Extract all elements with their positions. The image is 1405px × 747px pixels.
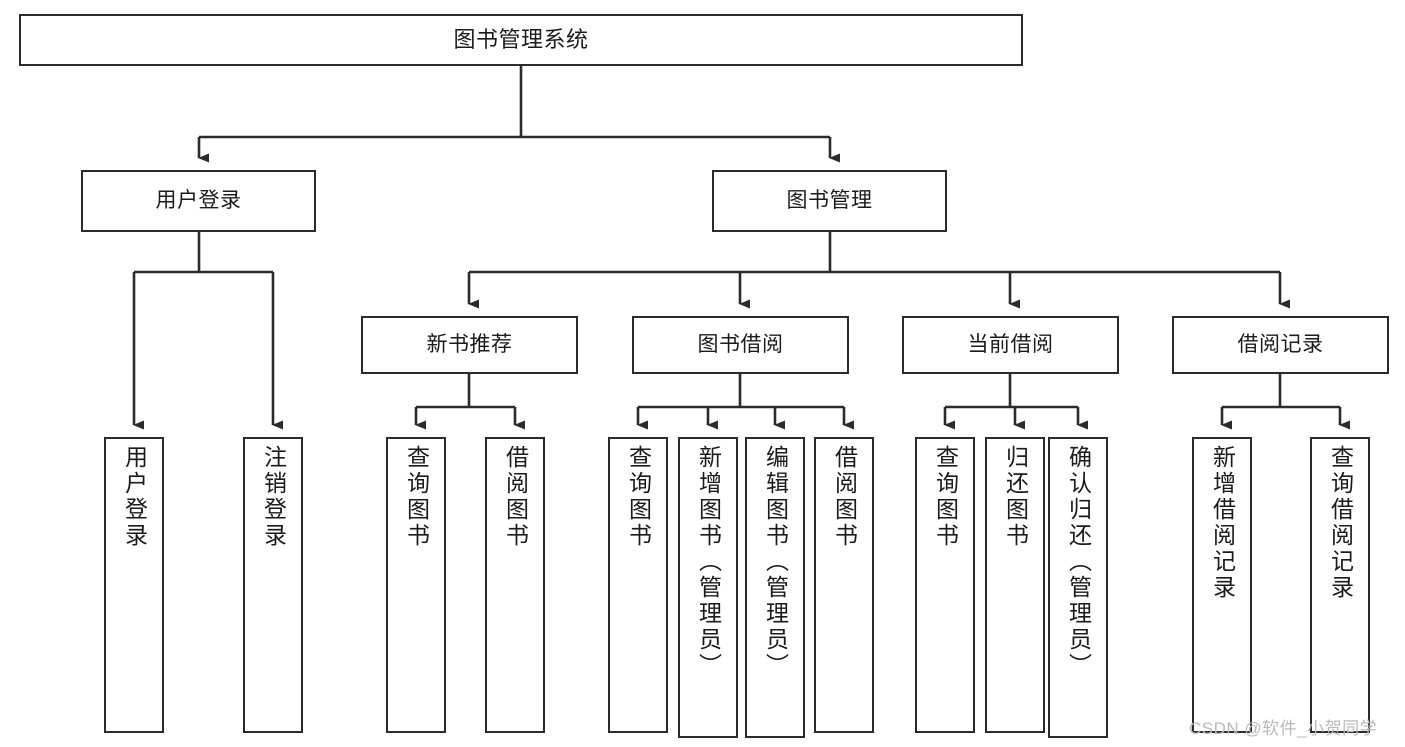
node-leaf-borrow-book-1-label: 借阅图书 [502,445,529,549]
node-leaf-logout[interactable]: 注销登录 [243,437,303,733]
node-book-borrow-label: 图书借阅 [697,332,784,356]
node-leaf-confirm-return[interactable]: 确认归还（管理员） [1048,437,1108,738]
node-leaf-confirm-return-label: 确认归还（管理员） [1065,445,1092,679]
node-leaf-borrow-book-2-label: 借阅图书 [831,445,858,549]
node-leaf-query-book-1[interactable]: 查询图书 [386,437,446,733]
node-current-borrow-label: 当前借阅 [967,332,1054,356]
node-current-borrow[interactable]: 当前借阅 [902,316,1119,374]
node-leaf-edit-book-label: 编辑图书（管理员） [762,445,789,679]
node-leaf-add-record[interactable]: 新增借阅记录 [1192,437,1252,733]
node-leaf-query-record[interactable]: 查询借阅记录 [1310,437,1370,733]
csdn-watermark: CSDN @软件_小贺同学 [1189,719,1378,738]
node-book-manage-label: 图书管理 [786,188,873,212]
node-book-borrow[interactable]: 图书借阅 [632,316,849,374]
node-leaf-add-book[interactable]: 新增图书（管理员） [678,437,738,738]
node-book-manage[interactable]: 图书管理 [712,170,947,232]
node-leaf-logout-label: 注销登录 [260,445,287,549]
node-leaf-return-book[interactable]: 归还图书 [985,437,1045,733]
node-borrow-record[interactable]: 借阅记录 [1172,316,1389,374]
node-leaf-query-book-2[interactable]: 查询图书 [608,437,668,733]
node-leaf-query-book-3-label: 查询图书 [932,445,959,549]
node-root[interactable]: 图书管理系统 [19,14,1023,66]
node-new-book-rec[interactable]: 新书推荐 [361,316,578,374]
node-leaf-return-book-label: 归还图书 [1002,445,1029,549]
node-leaf-query-book-3[interactable]: 查询图书 [915,437,975,733]
node-root-label: 图书管理系统 [453,27,589,53]
node-leaf-add-record-label: 新增借阅记录 [1209,445,1236,601]
node-leaf-edit-book[interactable]: 编辑图书（管理员） [745,437,805,738]
node-leaf-borrow-book-1[interactable]: 借阅图书 [485,437,545,733]
node-leaf-query-book-2-label: 查询图书 [625,445,652,549]
node-user-login-label: 用户登录 [155,188,242,212]
node-new-book-rec-label: 新书推荐 [426,332,513,356]
node-leaf-user-login[interactable]: 用户登录 [104,437,164,733]
node-leaf-query-book-1-label: 查询图书 [403,445,430,549]
node-borrow-record-label: 借阅记录 [1237,332,1324,356]
node-leaf-add-book-label: 新增图书（管理员） [695,445,722,679]
node-leaf-borrow-book-2[interactable]: 借阅图书 [814,437,874,733]
node-leaf-user-login-label: 用户登录 [121,445,148,549]
node-leaf-query-record-label: 查询借阅记录 [1327,445,1354,601]
node-user-login[interactable]: 用户登录 [81,170,316,232]
